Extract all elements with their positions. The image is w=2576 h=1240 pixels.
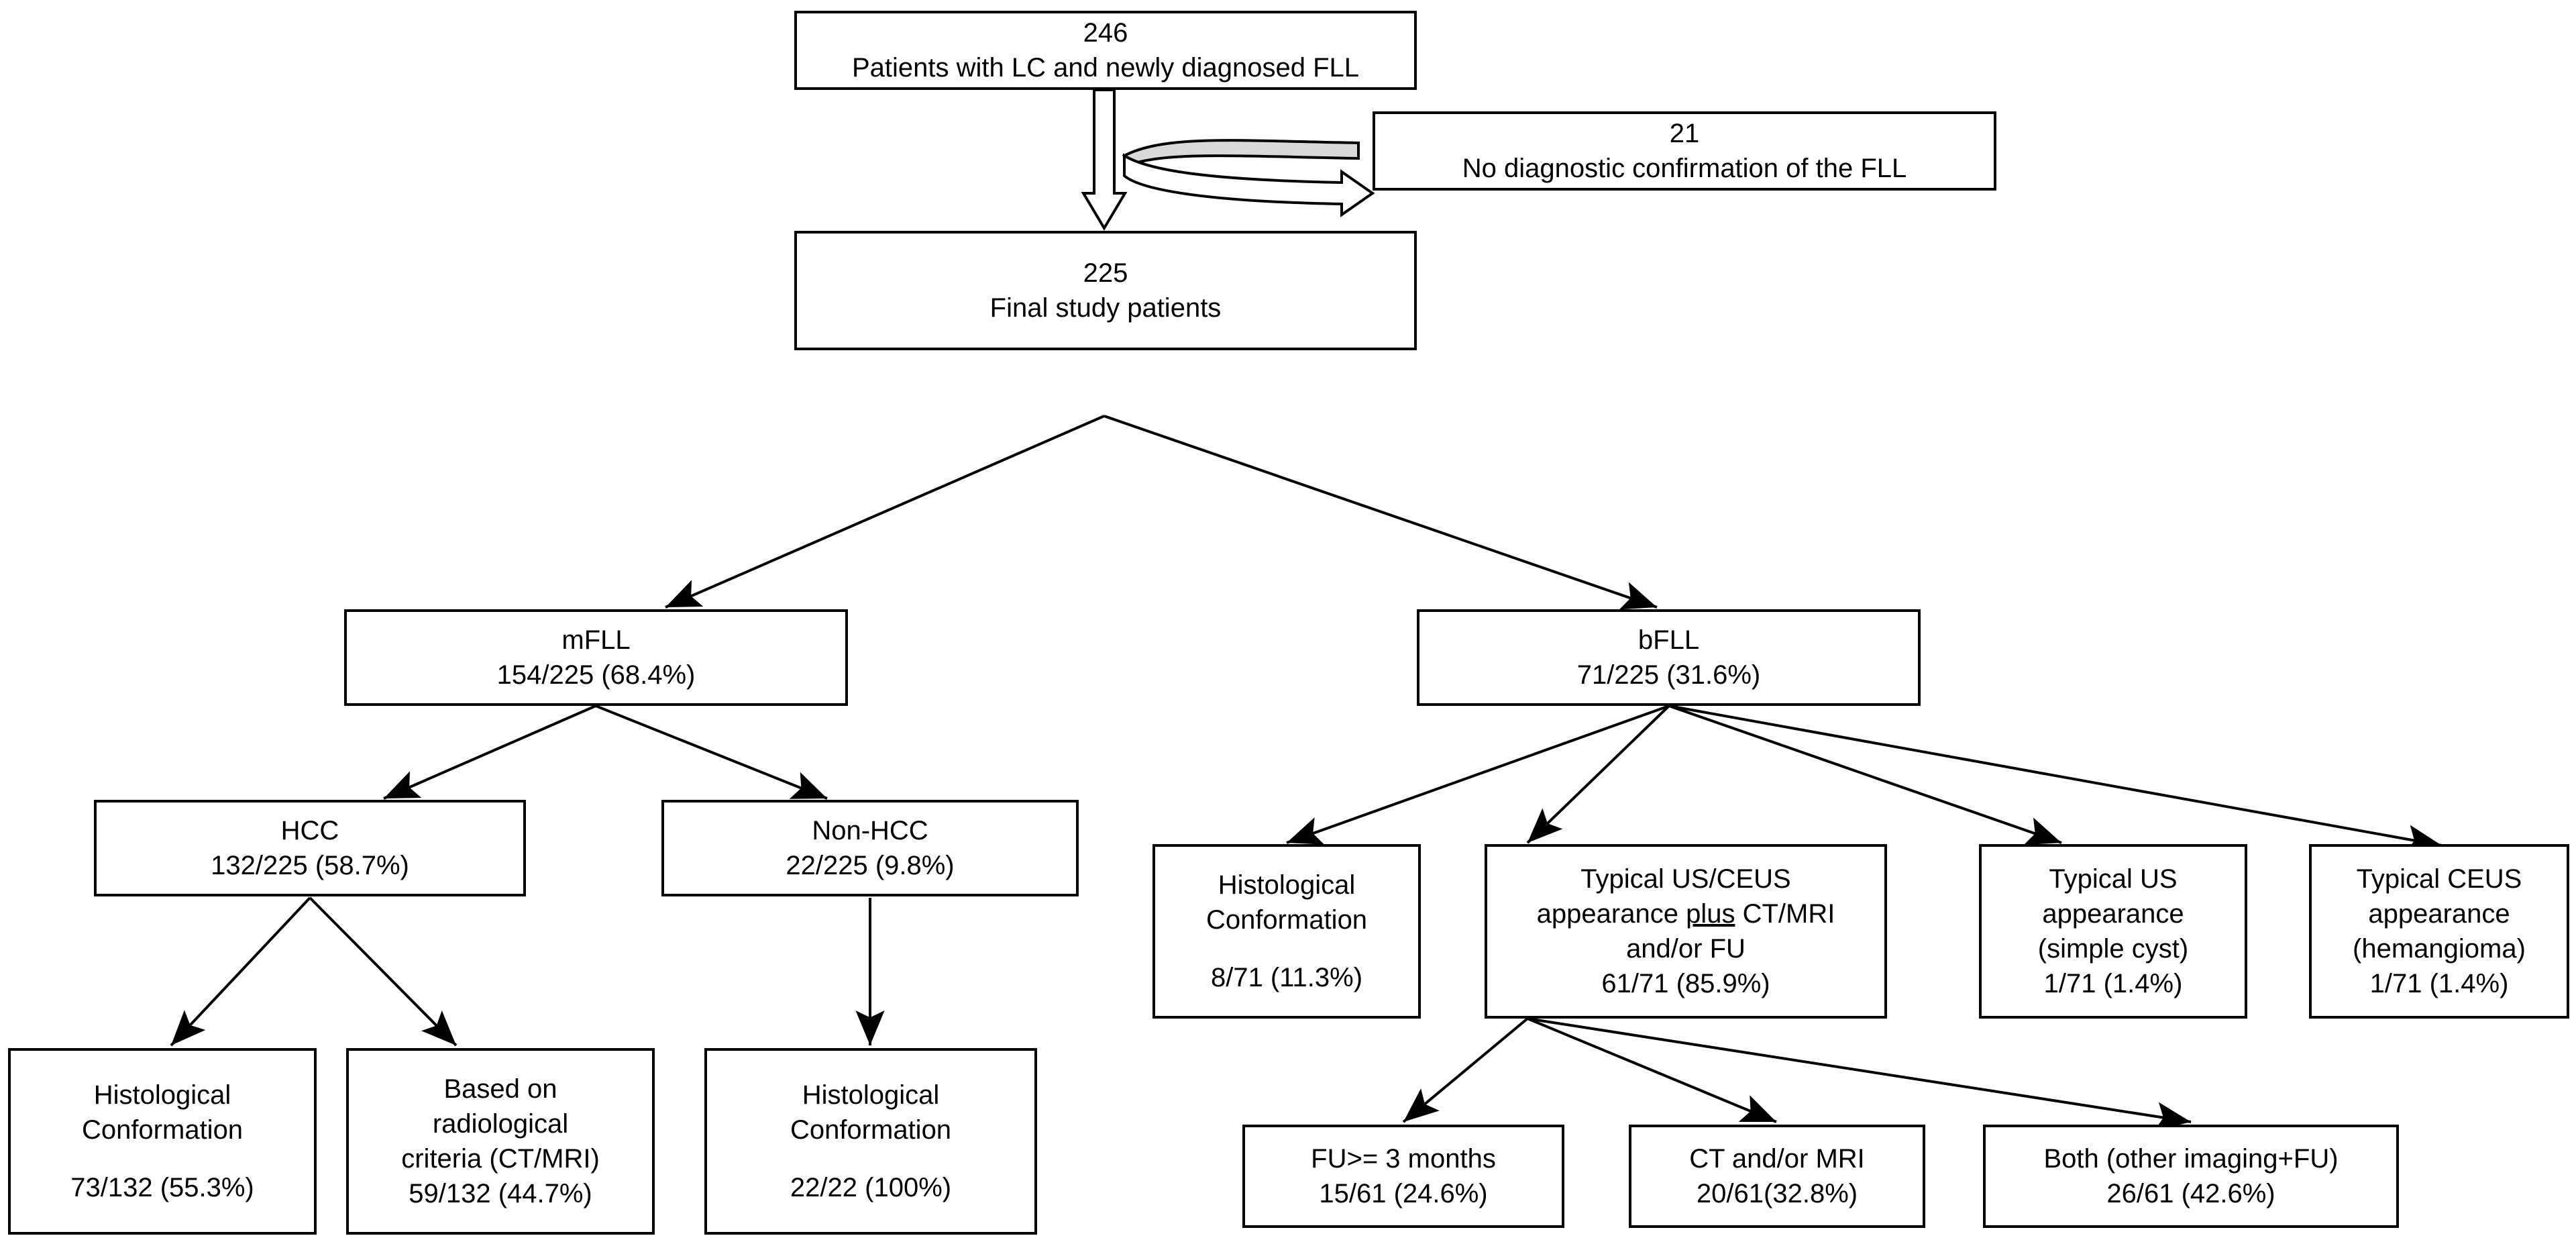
node-usceus-line2-underlined: plus	[1686, 899, 1735, 929]
node-ct-mri-label: CT and/or MRI	[1689, 1144, 1865, 1174]
node-hcc-histo-line2: Conformation	[81, 1115, 244, 1145]
node-hcc-radio[interactable]: Based on radiological criteria (CT/MRI) …	[346, 1048, 655, 1235]
node-usceus-value: 61/71 (85.9%)	[1601, 969, 1770, 998]
node-bfll-histo[interactable]: Histological Conformation 8/71 (11.3%)	[1152, 844, 1421, 1019]
edge-bfll-to-bfll-typical-ceus	[1668, 705, 2443, 854]
node-hcc[interactable]: HCC 132/225 (58.7%)	[94, 800, 526, 896]
node-nonhcc-histo-line2: Conformation	[790, 1115, 952, 1145]
node-both-value: 26/61 (42.6%)	[2106, 1179, 2275, 1208]
node-usceus-line2-post: CT/MRI	[1735, 899, 1835, 929]
edge-hcc-to-hcc-histo	[170, 896, 311, 1047]
node-hcc-radio-line1: Based on	[443, 1074, 557, 1104]
node-mfll-value: 154/225 (68.4%)	[496, 660, 696, 690]
node-hcc-radio-line2: radiological	[432, 1109, 569, 1139]
node-bfll-histo-value: 8/71 (11.3%)	[1210, 963, 1363, 992]
node-final-label: Final study patients	[989, 293, 1222, 323]
node-fu-3months[interactable]: FU>= 3 months 15/61 (24.6%)	[1242, 1125, 1564, 1228]
node-usceus-line3: and/or FU	[1626, 934, 1746, 964]
node-total[interactable]: 246 Patients with LC and newly diagnosed…	[794, 11, 1417, 90]
node-total-count: 246	[1083, 18, 1128, 48]
node-nonhcc-histo-value: 22/22 (100%)	[790, 1173, 952, 1202]
node-final-count: 225	[1083, 258, 1128, 288]
node-usceus-line1: Typical US/CEUS	[1580, 864, 1791, 894]
edge-total-to-final	[1081, 89, 1128, 231]
edge-usceus-to-ct-mri	[1527, 1017, 1777, 1123]
edge-bfll-to-bfll-typical-usceus	[1526, 705, 1670, 844]
node-hcc-radio-value: 59/132 (44.7%)	[409, 1179, 592, 1208]
node-fu-3months-label: FU>= 3 months	[1311, 1144, 1496, 1174]
node-mfll[interactable]: mFLL 154/225 (68.4%)	[344, 609, 848, 706]
node-hcc-histo-value: 73/132 (55.3%)	[70, 1173, 254, 1202]
node-bfll-label: bFLL	[1638, 625, 1700, 655]
edge-usceus-to-fu-3months	[1402, 1017, 1529, 1123]
node-typical-ceus-line1: Typical CEUS	[2356, 864, 2522, 894]
node-hcc-label: HCC	[280, 816, 339, 845]
node-bfll-value: 71/225 (31.6%)	[1576, 660, 1761, 690]
edge-usceus-to-both	[1527, 1017, 2192, 1131]
node-mfll-label: mFLL	[561, 625, 631, 655]
node-typical-us-line3: (simple cyst)	[2037, 934, 2189, 964]
node-ct-mri-value: 20/61(32.8%)	[1696, 1179, 1858, 1208]
node-usceus-line2-pre: appearance	[1536, 899, 1686, 929]
node-nonhcc-label: Non-HCC	[812, 816, 928, 845]
node-usceus-line2: appearance plus CT/MRI	[1537, 896, 1835, 931]
edge-bfll-to-bfll-typical-us	[1668, 705, 2062, 845]
edge-total-to-excluded	[1122, 139, 1375, 217]
node-hcc-radio-line3: criteria (CT/MRI)	[401, 1144, 600, 1174]
node-excluded-label: No diagnostic confirmation of the FLL	[1462, 154, 1907, 183]
node-both-imaging-fu[interactable]: Both (other imaging+FU) 26/61 (42.6%)	[1983, 1125, 2399, 1228]
node-typical-ceus-value: 1/71 (1.4%)	[2369, 969, 2509, 998]
node-nonhcc-histo[interactable]: Histological Conformation 22/22 (100%)	[704, 1048, 1037, 1235]
node-excluded[interactable]: 21 No diagnostic confirmation of the FLL	[1373, 111, 1996, 191]
node-nonhcc[interactable]: Non-HCC 22/225 (9.8%)	[661, 800, 1079, 896]
node-final[interactable]: 225 Final study patients	[794, 231, 1417, 350]
node-typical-us-line1: Typical US	[2049, 864, 2178, 894]
node-hcc-histo-line1: Histological	[93, 1080, 231, 1110]
edge-bfll-to-bfll-histo	[1286, 705, 1670, 845]
edge-final-to-mfll	[665, 415, 1105, 609]
node-bfll-typical-ceus[interactable]: Typical CEUS appearance (hemangioma) 1/7…	[2309, 844, 2569, 1019]
node-bfll-typical-us[interactable]: Typical US appearance (simple cyst) 1/71…	[1979, 844, 2247, 1019]
node-typical-ceus-line3: (hemangioma)	[2353, 934, 2526, 964]
edge-mfll-to-nonhcc	[595, 705, 828, 800]
edge-final-to-bfll	[1104, 415, 1658, 610]
node-hcc-value: 132/225 (58.7%)	[211, 851, 409, 880]
node-bfll[interactable]: bFLL 71/225 (31.6%)	[1417, 609, 1921, 706]
node-bfll-histo-line1: Histological	[1218, 870, 1356, 900]
edge-hcc-to-hcc-radio	[309, 896, 458, 1047]
node-typical-us-line2: appearance	[2042, 899, 2184, 929]
node-bfll-histo-line2: Conformation	[1205, 905, 1368, 935]
node-fu-3months-value: 15/61 (24.6%)	[1319, 1179, 1488, 1208]
node-both-label: Both (other imaging+FU)	[2043, 1144, 2339, 1174]
node-nonhcc-histo-line1: Histological	[802, 1080, 940, 1110]
node-excluded-count: 21	[1669, 119, 1700, 148]
edge-mfll-to-hcc	[383, 705, 596, 800]
node-nonhcc-value: 22/225 (9.8%)	[786, 851, 955, 880]
node-total-label: Patients with LC and newly diagnosed FLL	[851, 53, 1359, 83]
node-typical-us-value: 1/71 (1.4%)	[2043, 969, 2183, 998]
node-hcc-histo[interactable]: Histological Conformation 73/132 (55.3%)	[8, 1048, 317, 1235]
node-typical-ceus-line2: appearance	[2368, 899, 2510, 929]
node-bfll-typical-usceus[interactable]: Typical US/CEUS appearance plus CT/MRI a…	[1485, 844, 1887, 1019]
node-ct-mri[interactable]: CT and/or MRI 20/61(32.8%)	[1629, 1125, 1925, 1228]
